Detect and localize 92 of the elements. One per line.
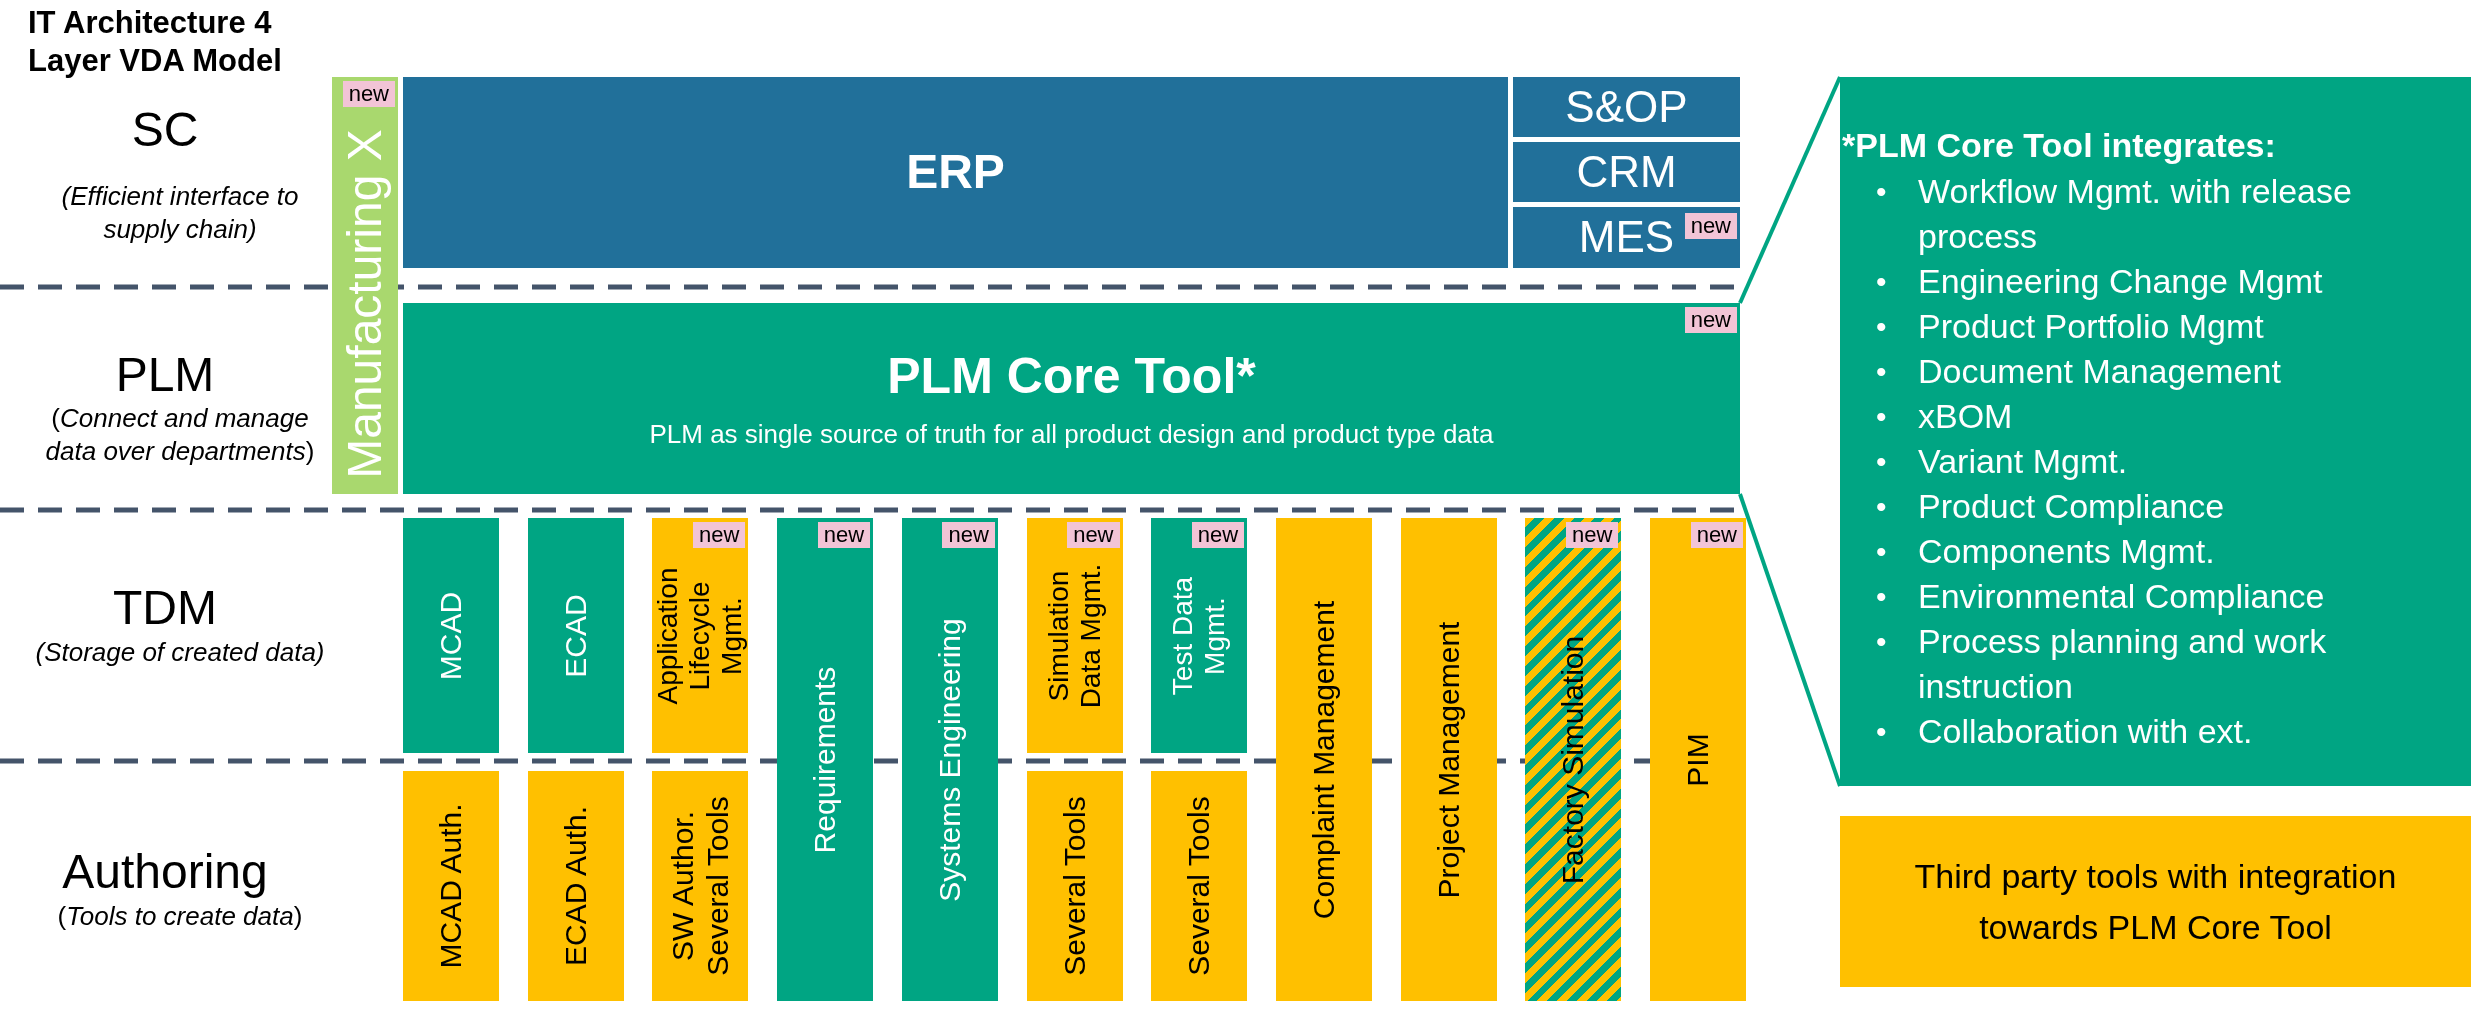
- new-badge: new: [693, 522, 746, 548]
- new-badge: new: [1690, 522, 1743, 548]
- box-label: Third party tools with integration towards PLM Core Tool: [1913, 855, 2398, 948]
- diagram-title: IT Architecture 4 Layer VDA Model: [28, 4, 283, 80]
- list-item: Process planning and work instruction: [1918, 621, 2328, 707]
- box-label: MCAD: [433, 590, 468, 682]
- column-box: [1525, 518, 1622, 1001]
- layer-name: PLM: [114, 347, 216, 403]
- box-description: PLM as single source of truth for all product design and product type data: [649, 419, 1494, 450]
- connector-line: [1738, 76, 1842, 304]
- column-box: [527, 518, 624, 753]
- list-item: Components Mgmt.: [1918, 531, 2216, 572]
- box-label: Factory Simulation: [1556, 634, 1591, 886]
- column-box: [403, 771, 499, 1001]
- list-item: Document Management: [1918, 351, 2282, 392]
- box-label: Project Management: [1431, 620, 1466, 900]
- panel-heading: *PLM Core Tool integrates:: [1842, 125, 2277, 165]
- box-title: PLM Core Tool*: [887, 347, 1256, 405]
- box-label: MES: [1578, 213, 1675, 262]
- callout-panel: [1840, 77, 2471, 786]
- new-badge: new: [1067, 522, 1120, 548]
- legend-box: [1840, 816, 2471, 987]
- box-label: ECAD: [558, 592, 593, 680]
- layer-name: Authoring: [61, 844, 269, 900]
- process-box: [403, 303, 1740, 494]
- bullet: •: [1876, 579, 1888, 615]
- column-box: [527, 771, 624, 1001]
- layer-description: (Storage of created data): [34, 636, 326, 669]
- list-item: Engineering Change Mgmt: [1918, 261, 2324, 302]
- column-box: [403, 518, 499, 753]
- vertical-bar: [332, 77, 398, 494]
- list-item: Product Portfolio Mgmt: [1918, 306, 2265, 347]
- box-label: Systems Engineering: [932, 616, 967, 904]
- process-box: [1513, 207, 1740, 268]
- column-box: [652, 771, 749, 1001]
- bullet: •: [1876, 354, 1888, 390]
- layer-description: (Efficient interface to supply chain): [60, 180, 300, 245]
- list-item: xBOM: [1918, 396, 2014, 437]
- column-box: [1650, 518, 1746, 1001]
- new-badge: new: [1191, 522, 1245, 548]
- column-box: [1026, 518, 1123, 753]
- new-badge: new: [942, 522, 995, 548]
- box-label: MCAD Auth.: [433, 802, 468, 971]
- process-box: [1513, 142, 1740, 202]
- bullet: •: [1876, 489, 1888, 525]
- new-badge: new: [1684, 213, 1737, 239]
- list-item: Product Compliance: [1918, 486, 2226, 527]
- bullet: •: [1876, 174, 1888, 210]
- list-item: Environmental Compliance: [1918, 576, 2326, 617]
- list-item: Variant Mgmt.: [1918, 441, 2129, 482]
- new-badge: new: [817, 522, 871, 548]
- layer-description: (Connect and manage data over departments): [44, 402, 316, 467]
- new-badge: new: [1684, 307, 1737, 333]
- column-box: [1275, 518, 1372, 1001]
- process-box: [1513, 77, 1740, 137]
- column-box: [901, 518, 998, 1001]
- bullet: •: [1876, 399, 1888, 435]
- column-box: [777, 518, 874, 1001]
- bullet: •: [1876, 264, 1888, 300]
- bullet: •: [1876, 714, 1888, 750]
- bullet: •: [1876, 624, 1888, 660]
- new-badge: new: [342, 81, 395, 107]
- box-label: Manufacturing X: [341, 127, 389, 481]
- box-label: Complaint Management: [1306, 599, 1341, 921]
- bullet: •: [1876, 444, 1888, 480]
- new-badge: new: [1565, 522, 1619, 548]
- box-label: ERP: [906, 146, 1005, 199]
- box-label: Several Tools: [1181, 795, 1216, 978]
- bullet: •: [1876, 309, 1888, 345]
- box-label: S&OP: [1565, 82, 1688, 132]
- box-label: Test Data Mgmt.: [1167, 575, 1232, 697]
- list-item: Collaboration with ext.: [1918, 711, 2254, 752]
- layer-name: SC: [130, 102, 200, 158]
- column-box: [1400, 518, 1497, 1001]
- layer-name: TDM: [112, 580, 218, 636]
- box-label: Requirements: [807, 665, 842, 855]
- process-box: [403, 77, 1508, 268]
- connector-line: [1738, 493, 1842, 787]
- box-label: SW Author. Several Tools: [665, 795, 735, 978]
- box-label: CRM: [1576, 147, 1677, 197]
- column-box: [652, 518, 749, 753]
- box-label: Application Lifecycle Mgmt.: [652, 566, 749, 707]
- box-label: Simulation Data Mgmt.: [1042, 562, 1107, 710]
- list-item: Workflow Mgmt. with release process: [1918, 171, 2353, 257]
- layer-description: (Tools to create data): [56, 900, 304, 933]
- bullet: •: [1876, 534, 1888, 570]
- column-box: [1026, 771, 1123, 1001]
- box-label: Several Tools: [1057, 795, 1092, 978]
- box-label: PIM: [1680, 731, 1715, 789]
- column-box: [1151, 771, 1248, 1001]
- box-label: ECAD Auth.: [558, 804, 593, 969]
- column-box: [1151, 518, 1248, 753]
